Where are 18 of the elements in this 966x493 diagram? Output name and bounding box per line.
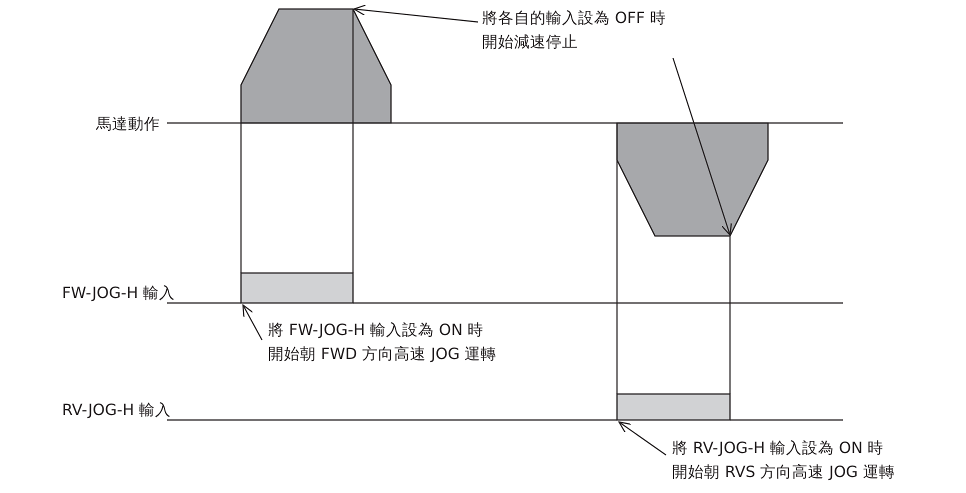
input-pulse [616,393,731,421]
signal-name: RV-JOG-H 輸入 [62,400,172,421]
timing-line [729,236,731,394]
signal-name: FW-JOG-H 輸入 [62,283,176,304]
timing-line [352,9,354,273]
annotation-text: 將 FW-JOG-H 輸入設為 ON 時開始朝 FWD 方向高速 JOG 運轉 [268,318,497,366]
leader-arrow [672,58,732,236]
leader-arrow [353,4,478,23]
timing-line [616,123,618,394]
leader-arrow [242,304,263,340]
input-pulse [240,272,354,304]
signal-name: 馬達動作 [96,114,160,135]
waveform-trapezoid [240,8,392,124]
leader-arrow [618,421,666,456]
annotation-text: 將各自的輸入設為 OFF 時開始減速停止 [482,6,666,54]
waveform-trapezoid [616,122,769,237]
timing-line [240,123,242,273]
annotation-text: 將 RV-JOG-H 輸入設為 ON 時開始朝 RVS 方向高速 JOG 運轉 [672,436,895,484]
